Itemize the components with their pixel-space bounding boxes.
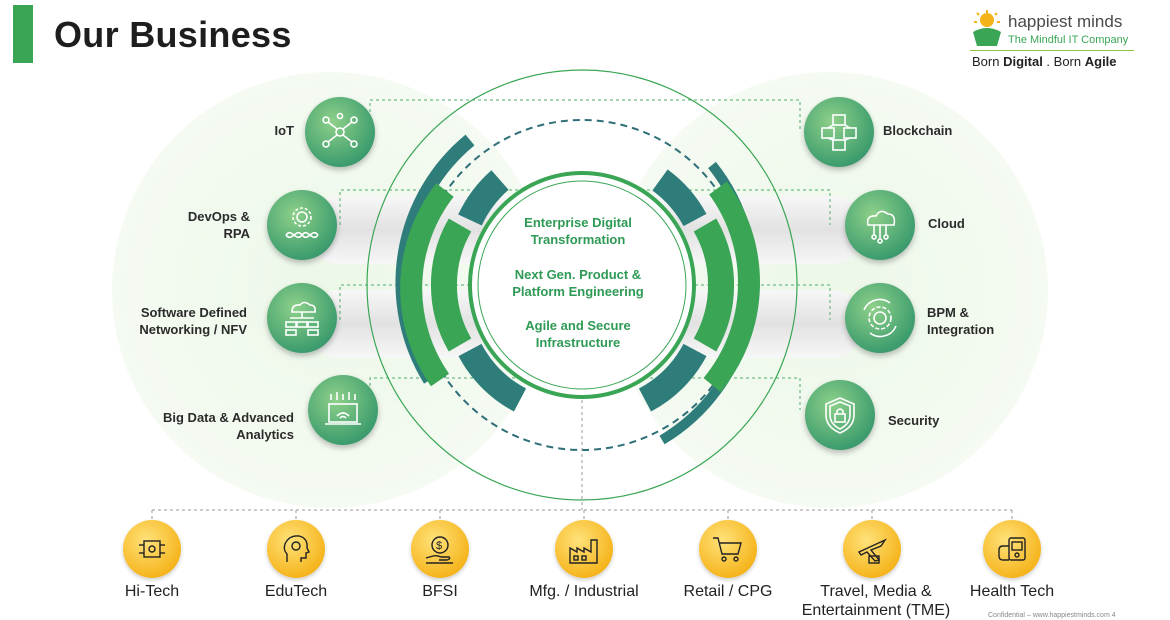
company-logo: happiest minds The Mindful IT Company Bo… bbox=[968, 10, 1138, 72]
label-cloud-line1: Cloud bbox=[928, 216, 965, 231]
industry-bfsi-line1: BFSI bbox=[422, 583, 458, 600]
center-item-product: Next Gen. Product & Platform Engineering bbox=[488, 266, 668, 300]
center-line4: Platform Engineering bbox=[512, 284, 644, 299]
industry-mfg-line1: Mfg. / Industrial bbox=[529, 583, 639, 600]
slogan-part2: . Born bbox=[1042, 54, 1085, 69]
industry-label-tme: Travel, Media & Entertainment (TME) bbox=[791, 582, 961, 620]
logo-tagline: The Mindful IT Company bbox=[1008, 34, 1129, 46]
industry-tme bbox=[843, 520, 901, 578]
industry-health bbox=[983, 520, 1041, 578]
industry-retail-line1: Retail / CPG bbox=[683, 583, 773, 600]
industry-edutech bbox=[267, 520, 325, 578]
logo-divider bbox=[970, 50, 1134, 51]
slogan-bold1: Digital bbox=[1003, 54, 1043, 69]
bpm-gear-icon bbox=[863, 298, 897, 338]
label-bpm-line2: Integration bbox=[927, 322, 995, 337]
center-line2: Transformation bbox=[530, 232, 626, 247]
service-bpm bbox=[845, 283, 915, 353]
svg-text:$: $ bbox=[436, 540, 442, 552]
laptop-analytics-icon bbox=[325, 392, 361, 425]
industry-label-bfsi: BFSI bbox=[355, 582, 525, 601]
label-cloud: Cloud bbox=[928, 215, 1028, 232]
service-security bbox=[805, 380, 875, 450]
logo-slogan: Born Digital . Born Agile bbox=[972, 54, 1117, 69]
logo-name: happiest minds bbox=[1008, 12, 1123, 31]
label-devops: DevOps & RPA bbox=[140, 208, 250, 242]
industry-label-hitech: Hi-Tech bbox=[67, 582, 237, 601]
industry-label-health: Health Tech bbox=[927, 582, 1097, 601]
industry-edutech-line1: EduTech bbox=[264, 583, 328, 600]
footer-confidential: Confidential – www.happiestminds.com 4 bbox=[988, 612, 1116, 619]
center-line3: Next Gen. Product & bbox=[514, 267, 642, 282]
label-bpm: BPM & Integration bbox=[927, 304, 1047, 338]
health-device-icon bbox=[998, 537, 1026, 561]
cloud-icon bbox=[866, 210, 896, 244]
label-iot: IoT bbox=[230, 122, 295, 139]
blockchain-cubes-icon bbox=[821, 114, 857, 151]
label-security-line1: Security bbox=[888, 413, 940, 428]
cloud-network-icon bbox=[285, 301, 319, 336]
industry-hitech bbox=[123, 520, 181, 578]
service-devops bbox=[267, 190, 337, 260]
factory-icon bbox=[569, 539, 598, 564]
title-accent-bar bbox=[13, 5, 33, 63]
industry-retail bbox=[699, 520, 757, 578]
center-line1: Enterprise Digital bbox=[524, 215, 632, 230]
industry-bfsi: $ bbox=[411, 520, 469, 578]
service-sdn bbox=[267, 283, 337, 353]
service-blockchain bbox=[804, 97, 874, 167]
industry-label-edutech: EduTech bbox=[211, 582, 381, 601]
label-devops-line2: RPA bbox=[223, 226, 250, 241]
industry-mfg bbox=[555, 520, 613, 578]
iot-network-icon bbox=[322, 112, 358, 148]
industry-label-mfg: Mfg. / Industrial bbox=[499, 582, 669, 601]
label-iot-line1: IoT bbox=[274, 123, 295, 138]
label-bpm-line1: BPM & bbox=[927, 305, 969, 320]
label-bigdata-line1: Big Data & Advanced bbox=[163, 410, 294, 425]
page-title: Our Business bbox=[54, 14, 292, 55]
center-item-infra: Agile and Secure Infrastructure bbox=[488, 317, 668, 351]
bfsi-money-icon: $ bbox=[425, 536, 453, 564]
slogan-bold2: Agile bbox=[1084, 54, 1117, 69]
center-line6: Infrastructure bbox=[535, 335, 621, 350]
shopping-cart-icon bbox=[713, 537, 742, 562]
label-sdn: Software Defined Networking / NFV bbox=[100, 304, 247, 338]
slogan-part1: Born bbox=[972, 54, 1004, 69]
label-security: Security bbox=[888, 412, 988, 429]
label-blockchain-line1: Blockchain bbox=[883, 123, 953, 138]
service-cloud bbox=[845, 190, 915, 260]
label-bigdata: Big Data & Advanced Analytics bbox=[120, 409, 294, 443]
travel-plane-icon bbox=[857, 538, 887, 564]
label-sdn-line2: Networking / NFV bbox=[139, 322, 247, 337]
service-bigdata bbox=[308, 375, 378, 445]
label-devops-line1: DevOps & bbox=[187, 209, 250, 224]
label-sdn-line1: Software Defined bbox=[140, 305, 247, 320]
hitech-chip-icon bbox=[139, 540, 165, 558]
industry-label-retail: Retail / CPG bbox=[643, 582, 813, 601]
edutech-head-icon bbox=[283, 535, 310, 562]
center-item-edt: Enterprise Digital Transformation bbox=[488, 214, 668, 248]
shield-lock-icon bbox=[825, 397, 855, 434]
industry-health-line1: Health Tech bbox=[969, 583, 1055, 600]
label-bigdata-line2: Analytics bbox=[236, 427, 294, 442]
service-iot bbox=[305, 97, 375, 167]
industry-tme-line1: Travel, Media & bbox=[820, 583, 932, 600]
industry-hitech-line1: Hi-Tech bbox=[124, 583, 180, 600]
industry-tme-line2: Entertainment (TME) bbox=[801, 602, 951, 619]
happiest-minds-logo-icon bbox=[973, 10, 1001, 46]
center-line5: Agile and Secure bbox=[525, 318, 631, 333]
devops-gear-icon bbox=[285, 207, 319, 239]
label-blockchain: Blockchain bbox=[883, 122, 1003, 139]
